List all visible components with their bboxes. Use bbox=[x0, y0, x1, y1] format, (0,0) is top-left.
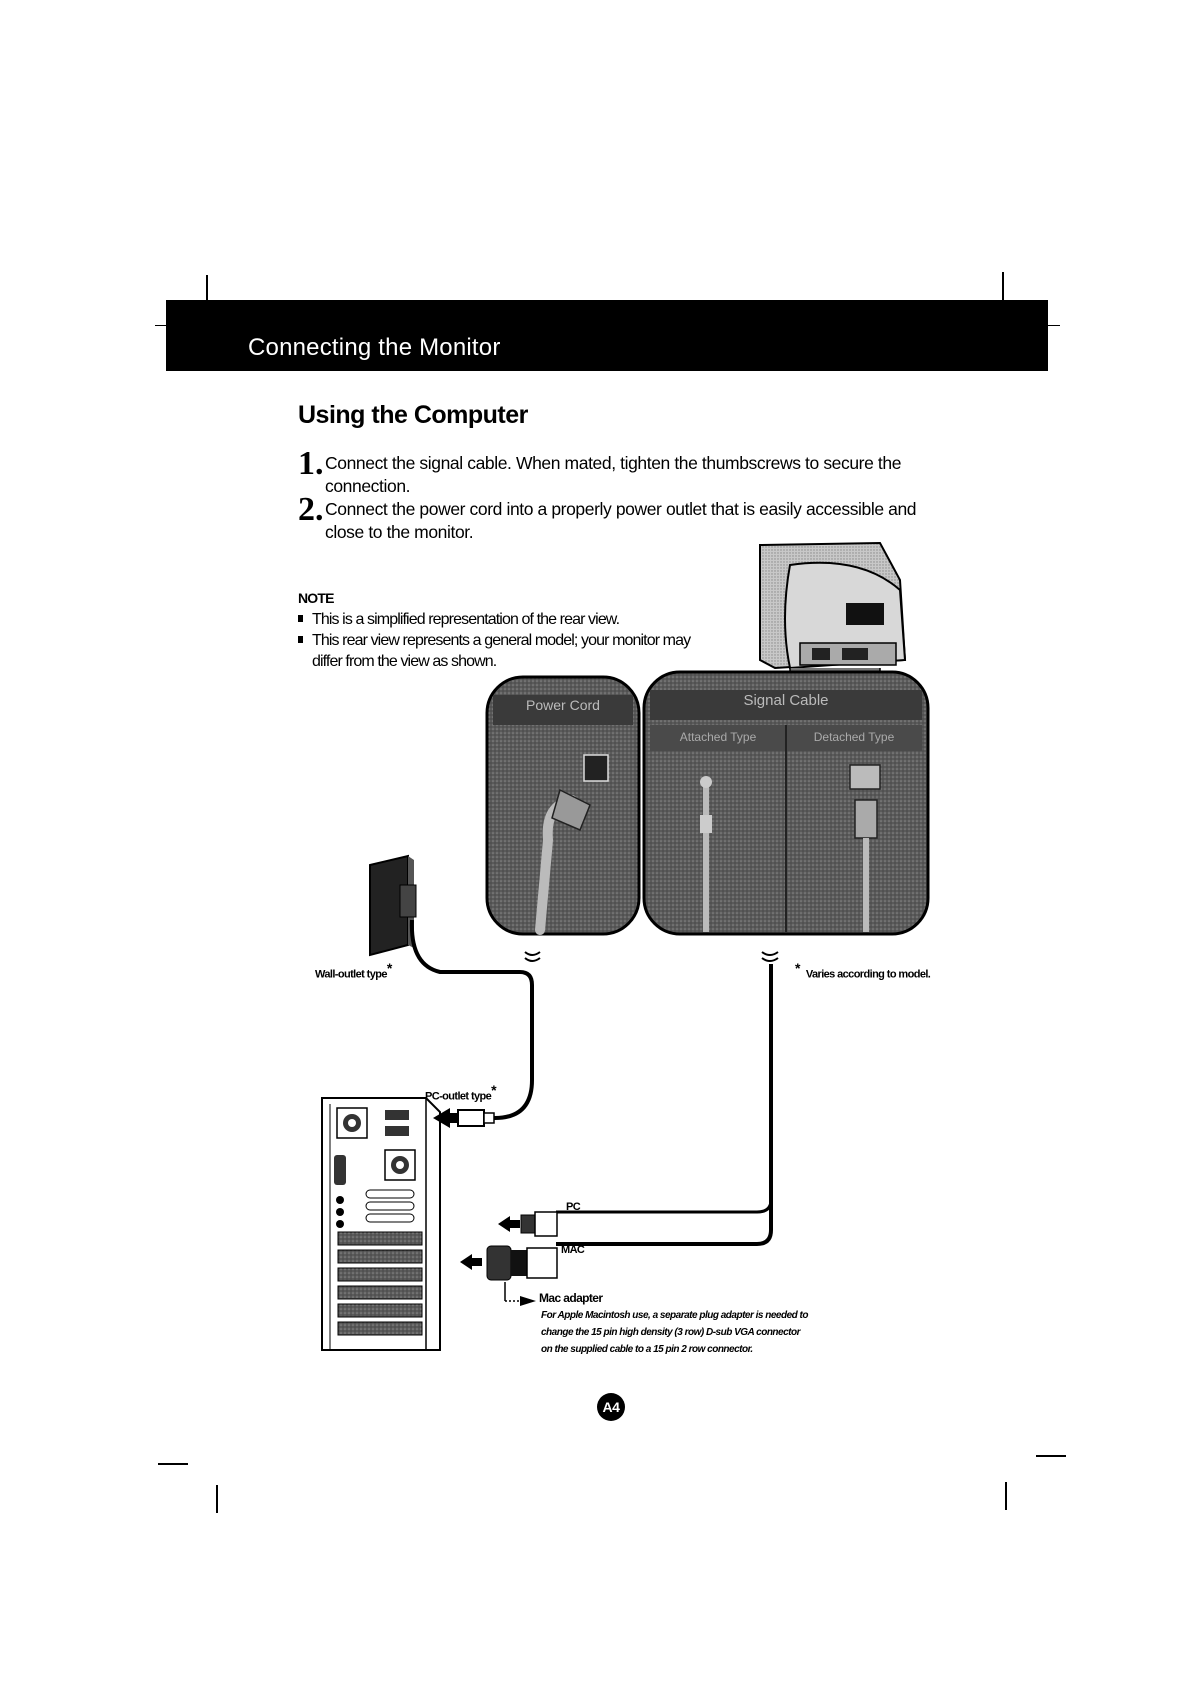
crop-mark-right-tick bbox=[1048, 325, 1060, 326]
varies-note: *Varies according to model. bbox=[795, 960, 931, 981]
mac-adapter-title: Mac adapter bbox=[539, 1291, 603, 1305]
crop-mark-bottom-right-h bbox=[1036, 1455, 1066, 1457]
note-item-1: This is a simplified representation of t… bbox=[298, 609, 698, 630]
mac-adapter-pointer bbox=[504, 1282, 536, 1306]
crop-mark-top-right bbox=[1002, 272, 1004, 304]
mac-adapter-text: For Apple Macintosh use, a separate plug… bbox=[541, 1310, 808, 1355]
signal-sub-right: Detached Type bbox=[813, 730, 895, 744]
pc-outlet-label: PC-outlet type* bbox=[425, 1082, 497, 1103]
note-heading: NOTE bbox=[298, 590, 334, 606]
signal-sub-left: Attached Type bbox=[679, 730, 757, 744]
crop-mark-top-left bbox=[206, 275, 208, 305]
signal-cable-panel bbox=[642, 670, 930, 936]
note-item-2-text: This rear view represents a general mode… bbox=[312, 632, 691, 670]
pc-dsub-connector bbox=[498, 1211, 558, 1237]
pc-label: PC bbox=[566, 1201, 581, 1213]
pc-tower-illustration bbox=[321, 1097, 441, 1351]
crop-mark-bottom-left-v bbox=[216, 1485, 218, 1513]
wall-outlet-illustration bbox=[369, 854, 417, 957]
page-number-badge: A4 bbox=[597, 1393, 625, 1421]
header-bar: Connecting the Monitor bbox=[166, 300, 1048, 371]
page-title: Connecting the Monitor bbox=[248, 334, 501, 361]
section-title: Using the Computer bbox=[298, 401, 528, 429]
power-panel-title: Power Cord bbox=[526, 697, 600, 713]
mac-label: MAC bbox=[561, 1244, 585, 1256]
note-item-1-text: This is a simplified representation of t… bbox=[312, 611, 620, 628]
step-1: 1. Connect the signal cable. When mated,… bbox=[298, 445, 938, 499]
step-1-text: Connect the signal cable. When mated, ti… bbox=[325, 453, 902, 496]
step-2-text: Connect the power cord into a properly p… bbox=[325, 499, 917, 542]
mac-connector bbox=[460, 1245, 558, 1281]
bullet-icon bbox=[298, 636, 303, 643]
wall-outlet-label: Wall-outlet type* bbox=[315, 960, 392, 981]
step-2: 2. Connect the power cord into a properl… bbox=[298, 491, 938, 545]
crop-mark-left-tick bbox=[155, 325, 167, 326]
signal-cable-pc-line bbox=[556, 1199, 773, 1214]
step-2-number: 2. bbox=[298, 491, 324, 528]
signal-panel-title: Signal Cable bbox=[743, 692, 829, 709]
bullet-icon bbox=[298, 615, 303, 622]
crop-mark-bottom-right-v bbox=[1005, 1482, 1007, 1510]
pc-outlet-plug bbox=[433, 1108, 495, 1128]
power-cable-line bbox=[409, 919, 534, 1120]
note-item-2: This rear view represents a general mode… bbox=[298, 630, 712, 672]
step-1-number: 1. bbox=[298, 445, 324, 482]
crop-mark-bottom-left-h bbox=[158, 1463, 188, 1465]
signal-cable-mac-line bbox=[556, 964, 773, 1246]
monitor-rear-illustration bbox=[759, 541, 907, 689]
power-cord-panel bbox=[485, 675, 641, 936]
